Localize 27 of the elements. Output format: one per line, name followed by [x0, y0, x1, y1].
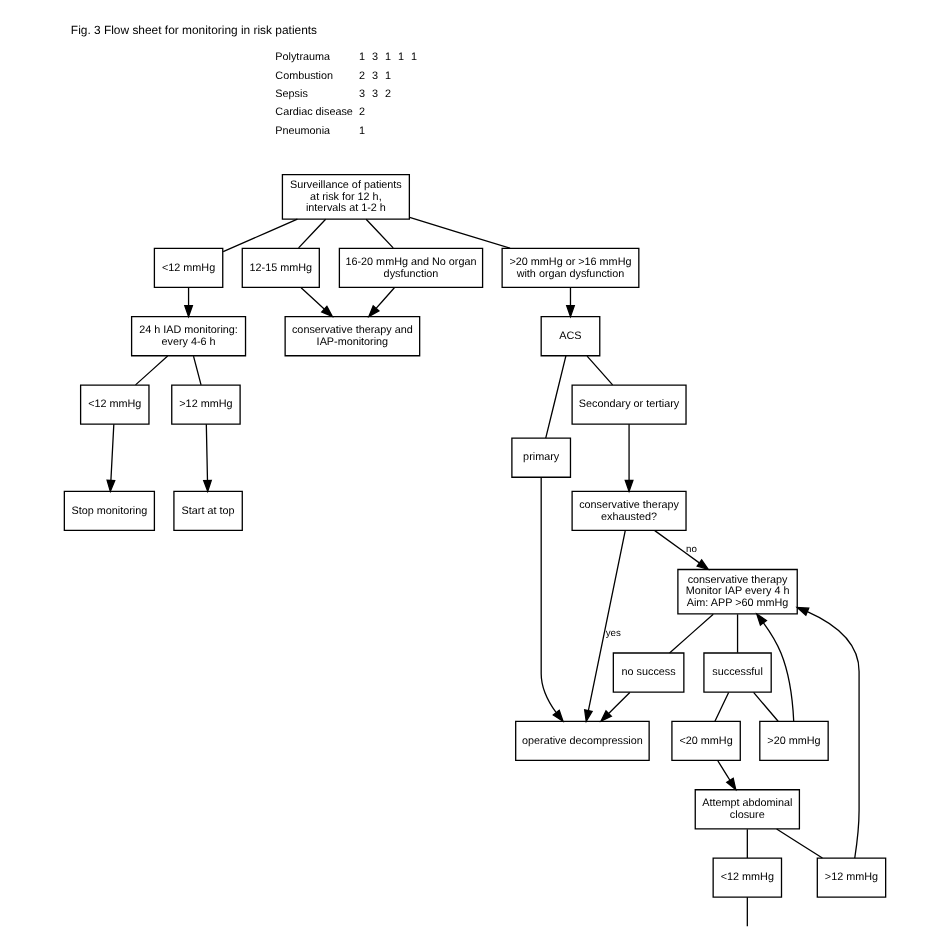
- arrow: [201, 423, 212, 494]
- arrow: [582, 529, 625, 724]
- connector: [751, 691, 778, 722]
- connector: [585, 355, 613, 386]
- connector: [735, 613, 738, 654]
- arrow: [716, 760, 736, 792]
- connector: [408, 216, 510, 249]
- connector: [745, 828, 747, 859]
- arrow: [105, 423, 115, 494]
- connector: [221, 218, 298, 253]
- arrow: [754, 612, 794, 722]
- connector: [667, 613, 713, 654]
- arrow: [794, 606, 859, 859]
- connector: [364, 218, 393, 249]
- arrow: [539, 476, 564, 723]
- connector: [713, 691, 729, 722]
- arrow: [653, 529, 709, 571]
- connector: [544, 355, 566, 439]
- connector: [191, 355, 201, 386]
- connector: [745, 896, 747, 927]
- arrow: [299, 287, 333, 318]
- arrow: [366, 287, 394, 318]
- arrow: [623, 423, 633, 494]
- arrow: [598, 691, 630, 723]
- connector: [133, 355, 168, 386]
- connector: [296, 218, 326, 249]
- connector: [774, 828, 823, 859]
